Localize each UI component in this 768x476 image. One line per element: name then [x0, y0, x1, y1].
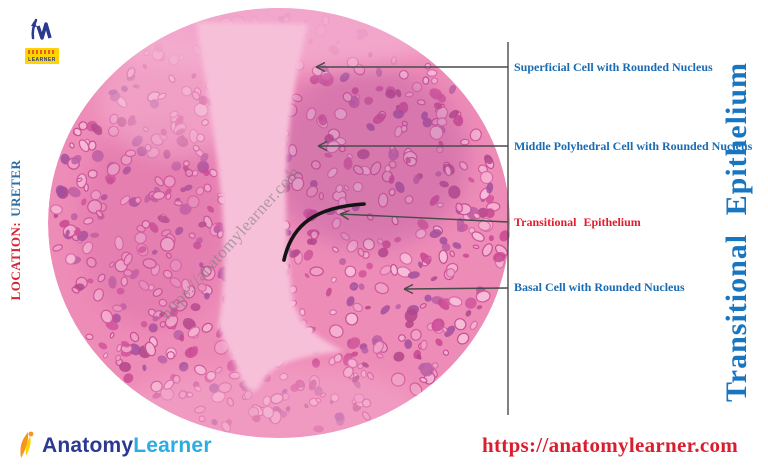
- histology-micrograph: https://anatomylearner.com: [48, 8, 510, 439]
- logo-yellow-bar: [25, 48, 59, 56]
- label-transitional-epithelium: Transitional Epithelium: [514, 215, 641, 229]
- footer-brand-icon: [20, 431, 34, 458]
- footer-brand: AnatomyLearner: [14, 430, 212, 462]
- left-dense-zone: [78, 118, 228, 328]
- top-logo: LEARNER: [22, 18, 62, 66]
- location-label: LOCATION: URETER: [8, 145, 26, 315]
- transitional-epithelium-curve: [282, 202, 366, 262]
- location-prefix: LOCATION:: [8, 221, 23, 301]
- footer-site-url[interactable]: https://anatomylearner.com: [482, 433, 739, 457]
- pale-upper-left: [98, 38, 238, 158]
- label-middle-polyhedral-cell: Middle Polyhedral Cell with Rounded Nucl…: [514, 139, 753, 153]
- label-superficial-cell: Superficial Cell with Rounded Nucleus: [514, 60, 713, 74]
- dark-epithelium-zone: [268, 68, 468, 248]
- location-value: URETER: [8, 159, 23, 217]
- brand-learner-text: Learner: [133, 434, 212, 457]
- anatomylearner-logo-icon: [31, 18, 52, 40]
- label-basal-cell: Basal Cell with Rounded Nucleus: [514, 280, 685, 294]
- lumen: [196, 22, 344, 392]
- tissue-circle: https://anatomylearner.com: [48, 8, 510, 438]
- logo-learner-text: LEARNER: [25, 56, 59, 64]
- side-title-transitional-epithelium: Transitional Epithelium: [720, 61, 753, 402]
- brand-anatomy-text: Anatomy: [42, 434, 134, 457]
